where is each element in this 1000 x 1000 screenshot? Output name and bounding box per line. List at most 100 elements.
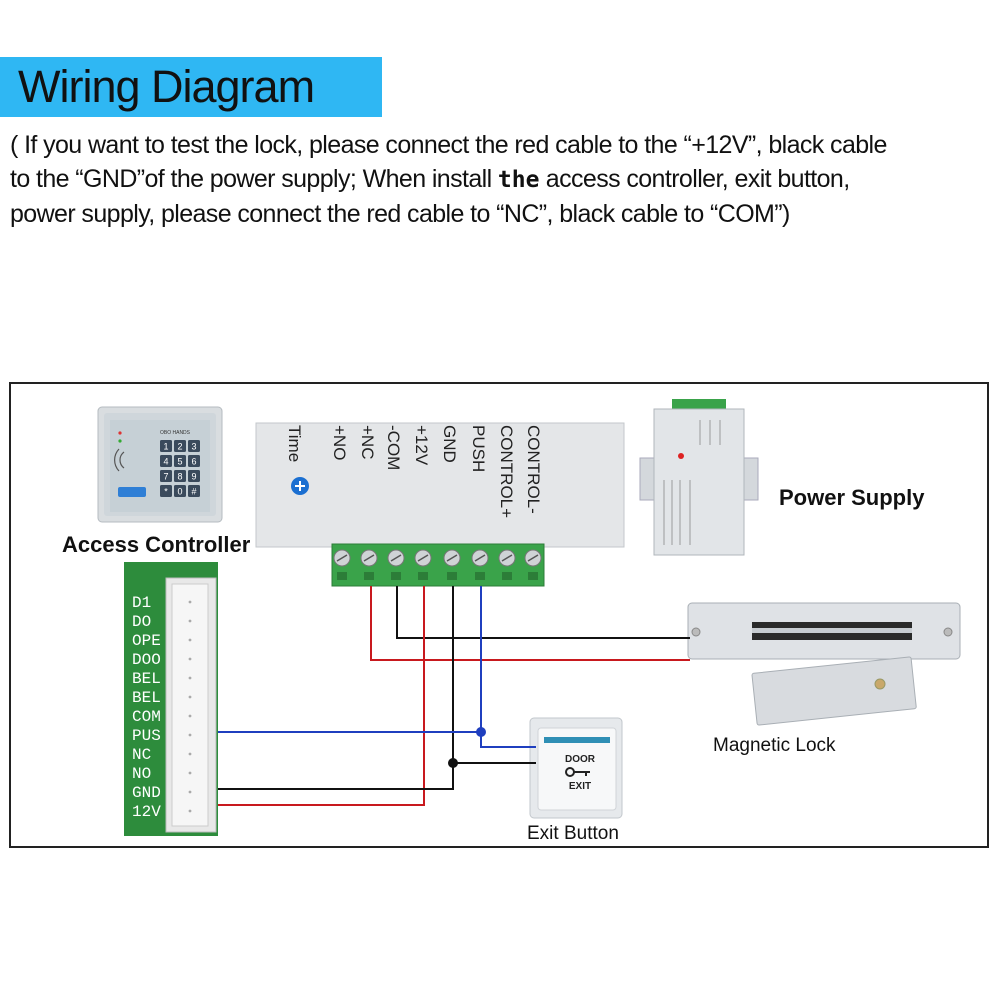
terminal-screw-slot xyxy=(363,554,375,562)
power-supply-label: Power Supply xyxy=(779,485,925,510)
keypad-key[interactable] xyxy=(160,470,172,482)
keypad-key[interactable] xyxy=(188,440,200,452)
power-supply-device xyxy=(639,399,759,556)
adjust-knob-icon xyxy=(291,477,309,495)
page-title: Wiring Diagram xyxy=(18,61,315,112)
keypad-key[interactable] xyxy=(160,485,172,497)
access-controller-label: Access Controller xyxy=(62,532,251,557)
keypad-key-label: 4 xyxy=(163,457,168,467)
terminal-slot xyxy=(528,572,538,580)
keypad-key[interactable] xyxy=(188,455,200,467)
pcb-pin-dot xyxy=(188,676,192,680)
diagram-frame xyxy=(9,382,989,848)
exit-button-top-text: DOOR xyxy=(565,754,596,765)
pcb-pin-label: 12V xyxy=(132,803,161,821)
terminal-slot xyxy=(502,572,512,580)
pcb-pin-dot xyxy=(188,695,192,699)
intro-line-2c: access controller, exit button, xyxy=(539,165,850,193)
pcb-pin-dot xyxy=(188,600,192,604)
pcb-pin-dot xyxy=(188,619,192,623)
module-terminal-label: CONTROL- xyxy=(524,425,543,514)
pcb-pin-label: OPE xyxy=(132,632,161,650)
intro-line-2a: to the “GND”of the power supply; When in… xyxy=(10,165,498,193)
module-terminal-label: PUSH xyxy=(469,425,488,472)
module-terminal-label: +12V xyxy=(412,425,431,466)
pcb-pin-dot xyxy=(188,771,192,775)
terminal-slot xyxy=(418,572,428,580)
terminal-slot xyxy=(475,572,485,580)
keypad-key-label: 3 xyxy=(191,442,196,452)
magnetic-lock-device xyxy=(687,602,961,726)
pcb-pin-label: NC xyxy=(132,746,151,764)
pcb-pin-dot xyxy=(188,809,192,813)
keypad-key[interactable] xyxy=(188,470,200,482)
terminal-screw-slot xyxy=(417,554,429,562)
module-terminal-label: GND xyxy=(440,425,459,463)
keypad-key-label: 2 xyxy=(177,442,182,452)
terminal-slot xyxy=(447,572,457,580)
terminal-screw-slot xyxy=(446,554,458,562)
module-terminal-label: -COM xyxy=(384,425,403,470)
intro-text: ( If you want to test the lock, please c… xyxy=(10,128,995,231)
terminal-screw-slot xyxy=(501,554,513,562)
magnetic-lock-label: Magnetic Lock xyxy=(713,735,836,756)
exit-button-bottom-text: EXIT xyxy=(569,781,591,792)
keypad-key[interactable] xyxy=(174,440,186,452)
exit-button-device[interactable]: DOOR EXIT xyxy=(529,717,623,819)
title-bar: Wiring Diagram xyxy=(0,57,382,117)
pcb-pin-dot xyxy=(188,714,192,718)
intro-line-1: ( If you want to test the lock, please c… xyxy=(10,131,887,159)
keypad-key-label: 0 xyxy=(177,487,182,497)
keypad-key[interactable] xyxy=(174,485,186,497)
time-label: Time xyxy=(285,425,304,462)
terminal-screw-slot xyxy=(474,554,486,562)
keypad-key[interactable] xyxy=(174,455,186,467)
pcb-pin-dot xyxy=(188,638,192,642)
keypad-key[interactable] xyxy=(188,485,200,497)
pcb-pin-label: D1 xyxy=(132,594,151,612)
terminal-screw-slot xyxy=(390,554,402,562)
keypad-key-label: 1 xyxy=(163,442,168,452)
pcb-pin-label: NO xyxy=(132,765,151,783)
terminal-slot xyxy=(337,572,347,580)
keypad-key[interactable] xyxy=(174,470,186,482)
keypad-key[interactable] xyxy=(160,455,172,467)
keypad-key-label: 7 xyxy=(163,472,168,482)
pcb-pin-label: BEL xyxy=(132,670,161,688)
module-terminal-label: +NC xyxy=(358,425,377,459)
keypad-key[interactable] xyxy=(160,440,172,452)
keypad-brand: OBO HANDS xyxy=(160,430,191,436)
gnd-junction-dot xyxy=(448,758,458,768)
exit-button-label: Exit Button xyxy=(527,823,619,844)
terminal-screw-slot xyxy=(336,554,348,562)
pcb-pin-dot xyxy=(188,733,192,737)
keypad-key-label: 9 xyxy=(191,472,196,482)
intro-line-2: to the “GND”of the power supply; When in… xyxy=(10,162,995,197)
intro-line-3: power supply, please connect the red cab… xyxy=(10,200,790,228)
pcb-pin-label: PUS xyxy=(132,727,161,745)
control-module: Time +NO +NC -COM +12V GND PUSH CONTROL+ CONTRO… xyxy=(255,422,625,587)
terminal-slot xyxy=(364,572,374,580)
pcb-pin-label: GND xyxy=(132,784,161,802)
keypad-key-label: * xyxy=(164,487,168,497)
pcb-pin-label: COM xyxy=(132,708,161,726)
pcb-pin-label: DO xyxy=(132,613,151,631)
push-junction-dot xyxy=(476,727,486,737)
pcb-pin-dot xyxy=(188,790,192,794)
keypad-key-label: # xyxy=(191,487,196,497)
pcb-pin-dot xyxy=(188,752,192,756)
keypad-key-label: 8 xyxy=(177,472,182,482)
keypad-key-label: 5 xyxy=(177,457,182,467)
terminal-screw-slot xyxy=(527,554,539,562)
pcb-pin-dot xyxy=(188,657,192,661)
terminal-slot xyxy=(391,572,401,580)
pcb-pin-label: DOO xyxy=(132,651,161,669)
module-terminal-label: +NO xyxy=(330,425,349,460)
module-terminal-label: CONTROL+ xyxy=(497,425,516,518)
keypad-key-label: 6 xyxy=(191,457,196,467)
key-icon xyxy=(565,767,590,777)
pcb-pin-label: BEL xyxy=(132,689,161,707)
